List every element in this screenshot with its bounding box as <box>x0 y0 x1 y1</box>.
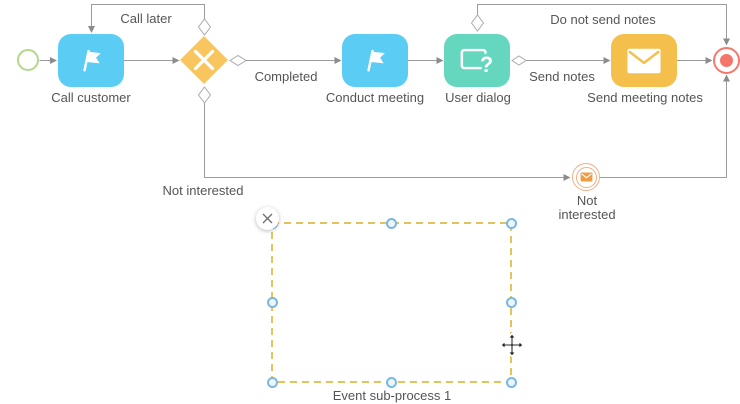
intermediate-event-label: Not interested <box>558 194 615 222</box>
x-cross-icon <box>193 49 215 71</box>
flow-conduct-meeting-to-user-dialog[interactable] <box>408 57 444 64</box>
arrowhead-icon <box>334 57 342 64</box>
task-conduct-meeting[interactable] <box>342 34 408 87</box>
message-event-inner-ring <box>575 166 597 188</box>
connection-port-user-dialog-top[interactable] <box>470 14 485 32</box>
flag-icon <box>83 49 101 71</box>
flow-label-do-not-send-notes: Do not send notes <box>550 12 656 27</box>
arrowhead-icon <box>723 74 730 82</box>
move-cursor-icon <box>499 332 525 358</box>
flag-icon <box>367 49 385 71</box>
flow-label-send-notes: Send notes <box>529 69 595 84</box>
start-event[interactable] <box>17 49 39 71</box>
flow-label-completed: Completed <box>254 69 318 84</box>
flow-label-call-later: Call later <box>120 11 172 26</box>
connection-port-gateway-right[interactable] <box>229 54 247 67</box>
flow-line[interactable] <box>477 4 727 39</box>
task-label-send-meeting-notes: Send meeting notes <box>587 90 703 105</box>
close-icon <box>262 213 273 224</box>
task-label-user-dialog: User dialog <box>445 90 511 105</box>
task-send-meeting-notes[interactable] <box>611 34 677 87</box>
resize-handle-w[interactable] <box>266 297 278 308</box>
arrowhead-icon <box>603 57 611 64</box>
resize-handle-s[interactable] <box>386 376 397 388</box>
subprocess-label: Event sub-process 1 <box>332 388 452 403</box>
resize-handle-n[interactable] <box>386 217 397 229</box>
question-mark-glyph: ? <box>480 52 493 76</box>
end-event-core <box>720 54 733 67</box>
task-label-call-customer: Call customer <box>51 90 131 105</box>
intermediate-event-label-line1: Not <box>576 193 598 208</box>
flow-not-interested-to-end[interactable] <box>600 74 730 178</box>
task-call-customer[interactable] <box>58 34 124 87</box>
arrowhead-icon <box>705 57 713 64</box>
connection-port-user-dialog-right[interactable] <box>511 55 527 66</box>
flow-call-later-loop[interactable] <box>88 4 205 34</box>
flow-completed[interactable] <box>246 57 342 64</box>
connection-port-gateway-top[interactable] <box>197 18 212 36</box>
envelope-icon <box>627 48 661 73</box>
arrowhead-icon <box>50 57 57 64</box>
flow-line[interactable] <box>600 81 727 178</box>
event-subprocess-boundary[interactable] <box>271 222 512 383</box>
exclusive-gateway[interactable] <box>180 36 228 84</box>
flow-send-meeting-notes-to-end[interactable] <box>677 57 713 64</box>
resize-handle-sw[interactable] <box>266 376 278 388</box>
delete-button[interactable] <box>256 207 279 230</box>
flow-line[interactable] <box>204 103 564 178</box>
task-label-conduct-meeting: Conduct meeting <box>325 90 425 105</box>
arrowhead-icon <box>436 57 444 64</box>
dialog-question-icon: ? <box>460 48 495 76</box>
flow-start-to-call-customer[interactable] <box>39 57 58 64</box>
end-event[interactable] <box>713 47 740 74</box>
flow-not-interested[interactable] <box>204 103 571 181</box>
resize-handle-se[interactable] <box>505 376 517 388</box>
resize-handle-e[interactable] <box>505 297 517 308</box>
intermediate-message-event[interactable] <box>572 163 600 191</box>
arrowhead-icon <box>723 38 730 46</box>
resize-handle-ne[interactable] <box>505 217 517 229</box>
flow-send-notes[interactable] <box>526 57 611 64</box>
task-user-dialog[interactable]: ? <box>444 34 510 87</box>
arrowhead-icon <box>563 174 571 181</box>
flow-do-not-send-notes[interactable] <box>477 4 731 46</box>
flow-label-not-interested: Not interested <box>162 183 244 198</box>
flow-line[interactable] <box>91 4 205 27</box>
arrowhead-icon <box>88 26 95 33</box>
flow-call-customer-to-gateway[interactable] <box>124 57 180 64</box>
arrowhead-icon <box>172 57 180 64</box>
intermediate-event-label-line2: interested <box>558 207 616 222</box>
connection-port-gateway-bottom[interactable] <box>197 86 212 104</box>
message-envelope-icon <box>580 172 592 182</box>
